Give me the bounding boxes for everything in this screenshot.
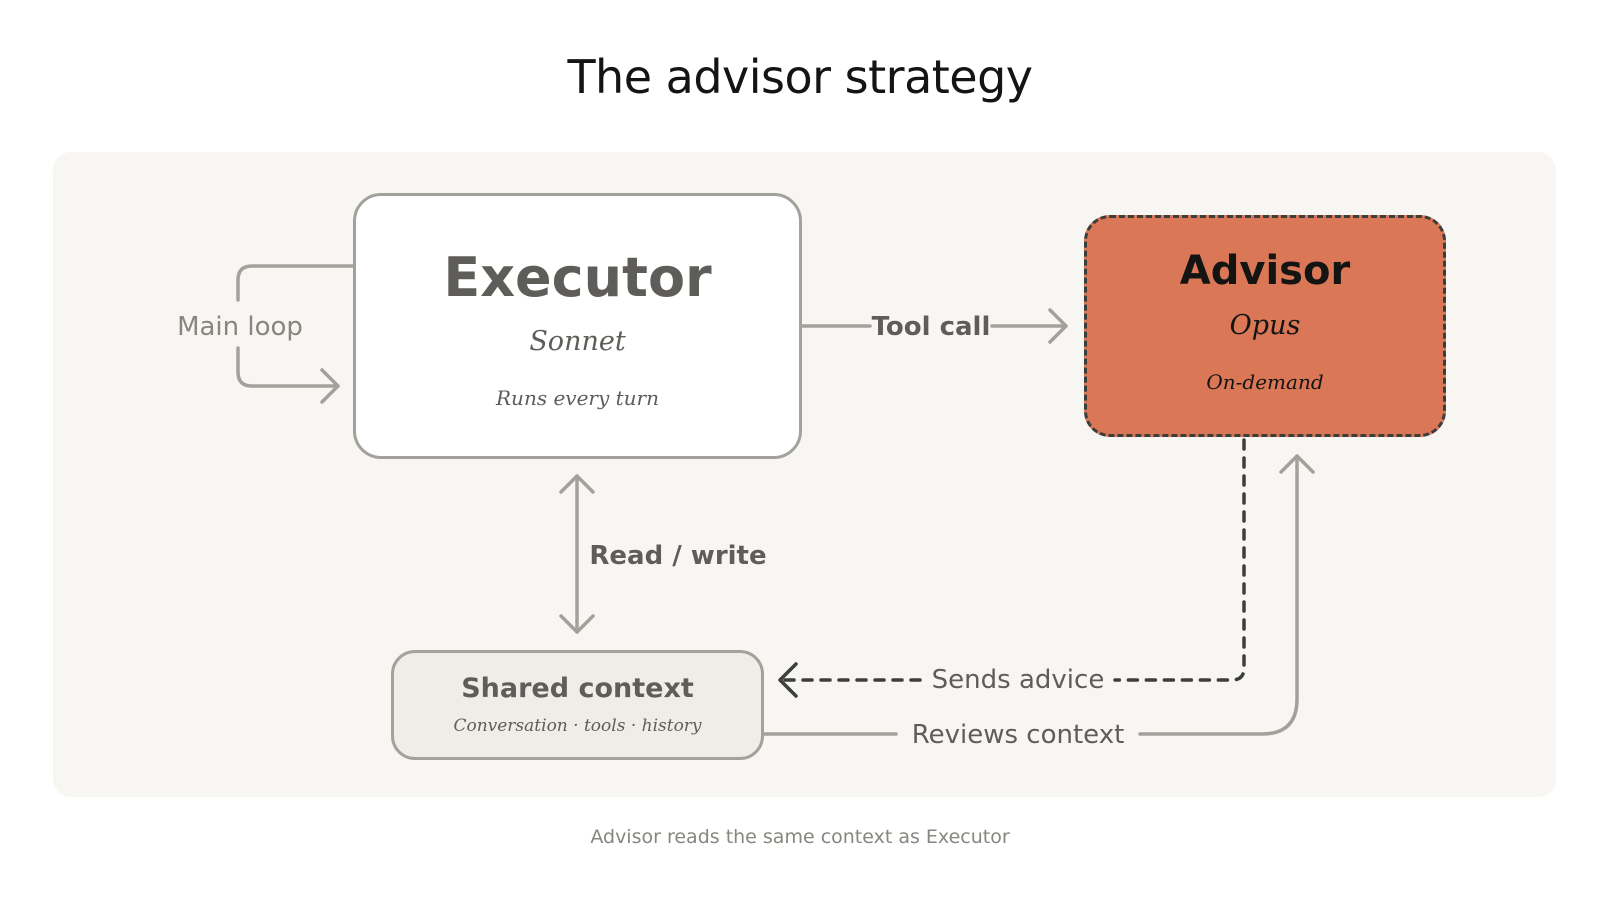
read-write-arrowhead-down [559, 614, 595, 634]
shared-context-node: Shared context Conversation · tools · hi… [391, 650, 764, 760]
executor-model: Sonnet [529, 326, 626, 357]
executor-title: Executor [443, 246, 712, 309]
sends-advice-arrowhead [778, 662, 798, 698]
tool-call-label: Tool call [871, 312, 991, 342]
main-loop-arrowhead [320, 368, 340, 404]
read-write-label: Read / write [589, 541, 767, 571]
caption: Advisor reads the same context as Execut… [590, 826, 1010, 848]
advisor-model: Opus [1229, 310, 1301, 341]
shared-context-note: Conversation · tools · history [453, 716, 702, 736]
sends-advice-label: Sends advice [931, 665, 1105, 695]
main-loop-connector [236, 264, 355, 404]
advisor-title: Advisor [1179, 248, 1351, 294]
sends-advice-connector [778, 438, 1246, 698]
main-loop-label: Main loop [177, 312, 303, 342]
read-write-arrowhead-up [559, 474, 595, 494]
tool-call-arrowhead [1048, 308, 1068, 344]
reviews-context-arrowhead [1279, 454, 1315, 474]
advisor-node: Advisor Opus On-demand [1084, 215, 1446, 437]
reviews-context-connector [762, 454, 1315, 736]
page-title: The advisor strategy [567, 50, 1033, 104]
executor-note: Runs every turn [496, 386, 659, 410]
read-write-connector [559, 474, 595, 634]
reviews-context-label: Reviews context [911, 720, 1125, 750]
executor-node: Executor Sonnet Runs every turn [353, 193, 802, 459]
shared-context-title: Shared context [461, 673, 694, 704]
tool-call-connector [800, 308, 1068, 344]
advisor-note: On-demand [1206, 370, 1324, 394]
